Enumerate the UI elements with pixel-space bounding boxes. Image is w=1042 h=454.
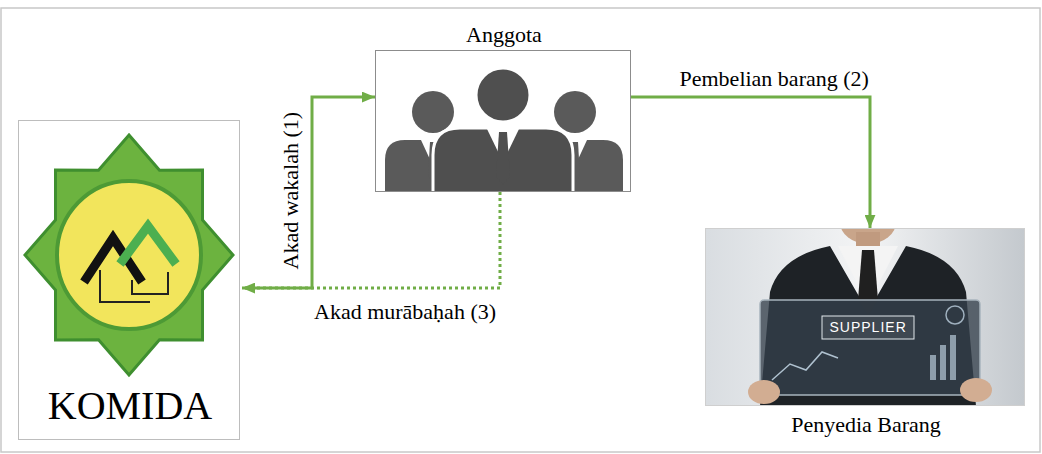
person-head [554, 91, 596, 133]
logo-wall [132, 272, 168, 294]
logo-circle [57, 181, 201, 329]
screen-text: SUPPLIER [830, 319, 907, 335]
photo-bar [950, 335, 956, 380]
logo-wall [100, 270, 150, 302]
photo-hand [960, 378, 992, 402]
people-icon [385, 68, 623, 191]
komida-logo [25, 135, 233, 375]
photo-bar [930, 355, 936, 380]
supplier-photo [706, 229, 1024, 405]
person-tie [496, 132, 510, 185]
supplier-box: Penyedia Barang [705, 228, 1025, 406]
logo-roof-green [120, 226, 176, 264]
photo-dial [946, 306, 964, 324]
logo-star [25, 135, 233, 375]
box-heading: Anggota [466, 22, 542, 47]
box-caption: Penyedia Barang [791, 412, 941, 437]
person-body [433, 128, 573, 191]
photo-label-frame [822, 316, 914, 339]
outer-frame [1, 8, 1040, 452]
photo-chart [772, 352, 838, 380]
connector-arrow [242, 97, 375, 288]
logo-wordmark: KOMIDA [48, 383, 212, 429]
edge-label: Akad murābaḥah (3) [312, 299, 498, 324]
photo-background [706, 229, 1024, 405]
photo-tablet [760, 300, 980, 395]
photo-hand [748, 380, 780, 404]
logo-box: KOMIDA [18, 120, 240, 440]
member-box: Anggota [375, 50, 631, 192]
photo-bar [940, 345, 946, 380]
connector-arrow [631, 97, 870, 228]
edge-label: Akad wakalah (1) [278, 109, 303, 271]
connector-group [242, 97, 870, 288]
person-head [412, 91, 454, 133]
person-head [476, 68, 530, 122]
edge-label: Pembelian barang (2) [678, 66, 871, 91]
